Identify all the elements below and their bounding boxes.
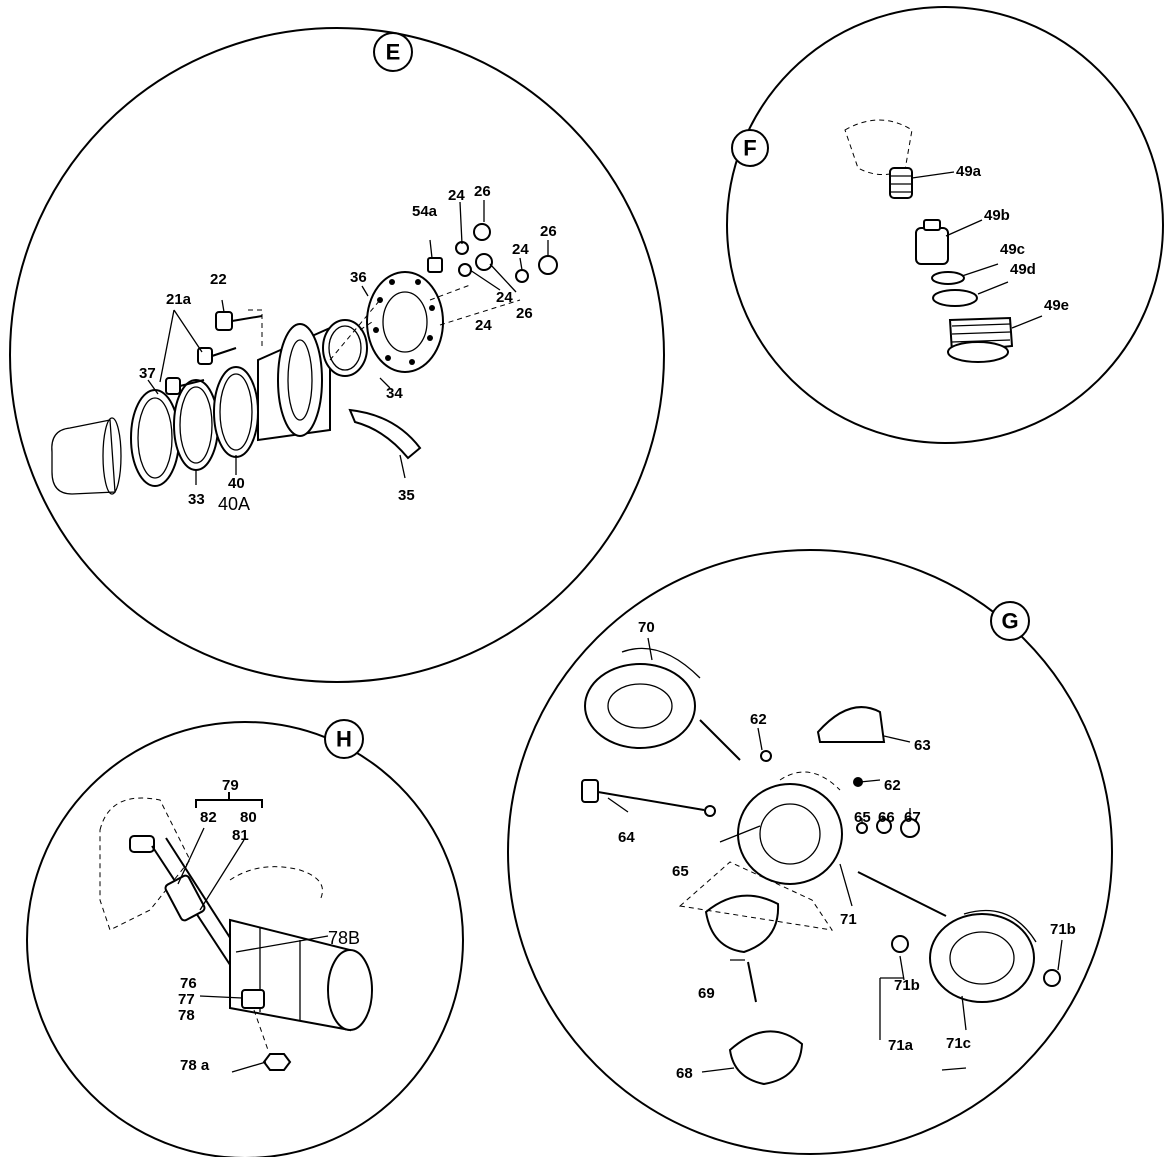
section-f: F 49a 49b 49c 49d 49e bbox=[726, 6, 1164, 444]
label-62-right: 62 bbox=[884, 777, 901, 794]
nut-71b-right bbox=[1043, 969, 1061, 987]
label-40: 40 bbox=[228, 475, 245, 492]
label-69: 69 bbox=[698, 985, 715, 1002]
flange-plate bbox=[366, 271, 444, 373]
label-76: 76 bbox=[180, 975, 197, 992]
nut-67 bbox=[900, 818, 920, 838]
fork-76-78 bbox=[241, 989, 265, 1009]
section-f-circle bbox=[726, 6, 1164, 444]
label-78: 78 bbox=[178, 1007, 195, 1024]
washer-24c bbox=[515, 269, 529, 283]
nut-78a bbox=[262, 1053, 292, 1071]
bolt-22 bbox=[215, 311, 263, 331]
label-80: 80 bbox=[240, 809, 257, 826]
label-71b-left: 71b bbox=[894, 977, 920, 994]
label-35: 35 bbox=[398, 487, 415, 504]
section-h: H 79 82 80 81 78B bbox=[26, 719, 464, 1157]
housing-71 bbox=[737, 771, 843, 885]
flange-71c bbox=[929, 909, 1037, 1003]
label-64: 64 bbox=[618, 829, 635, 846]
bolt-21a-upper bbox=[197, 347, 237, 365]
segment-35 bbox=[348, 408, 422, 460]
label-21a: 21a bbox=[166, 291, 192, 308]
label-63: 63 bbox=[914, 737, 931, 754]
section-g-badge-text: G bbox=[1001, 609, 1018, 634]
label-79: 79 bbox=[222, 777, 239, 794]
washer-49d bbox=[932, 289, 978, 307]
section-e: E bbox=[9, 27, 665, 683]
label-24-right: 24 bbox=[512, 241, 529, 258]
label-34: 34 bbox=[386, 385, 403, 402]
washer-49c bbox=[931, 271, 965, 285]
screw-62-upper bbox=[760, 750, 772, 762]
spring-49a bbox=[889, 167, 913, 199]
washer-24b bbox=[458, 263, 472, 277]
section-e-badge: E bbox=[373, 32, 413, 72]
bolt-64 bbox=[581, 779, 716, 817]
section-h-badge-text: H bbox=[336, 727, 352, 752]
label-24-low: 24 bbox=[475, 317, 492, 334]
label-71c: 71c bbox=[946, 1035, 971, 1052]
nut-26c bbox=[538, 255, 558, 275]
section-h-circle bbox=[26, 721, 464, 1157]
valve-49b bbox=[915, 219, 949, 265]
label-37: 37 bbox=[139, 365, 156, 382]
section-g-badge: G bbox=[990, 601, 1030, 641]
section-g-circle bbox=[507, 549, 1113, 1155]
label-70: 70 bbox=[638, 619, 655, 636]
label-66: 66 bbox=[878, 809, 895, 826]
section-f-badge: F bbox=[731, 129, 769, 167]
label-67: 67 bbox=[904, 809, 921, 826]
label-65-right: 65 bbox=[854, 809, 871, 826]
section-f-badge-text: F bbox=[743, 136, 756, 161]
label-71a: 71a bbox=[888, 1037, 914, 1054]
label-68: 68 bbox=[676, 1065, 693, 1082]
label-49a: 49a bbox=[956, 163, 982, 180]
label-49e: 49e bbox=[1044, 297, 1069, 314]
label-81: 81 bbox=[232, 827, 249, 844]
section-h-badge: H bbox=[324, 719, 364, 759]
label-24-mid: 24 bbox=[496, 289, 513, 306]
nut-26a bbox=[473, 223, 491, 241]
label-78a: 78 a bbox=[180, 1057, 210, 1074]
label-33: 33 bbox=[188, 491, 205, 508]
label-40A: 40A bbox=[218, 494, 250, 514]
label-62-upper: 62 bbox=[750, 711, 767, 728]
section-e-badge-text: E bbox=[386, 40, 401, 65]
label-22: 22 bbox=[210, 271, 227, 288]
cap-63 bbox=[816, 706, 886, 743]
cover-69 bbox=[704, 894, 780, 954]
nut-71b-left bbox=[891, 935, 909, 953]
flanged-tube bbox=[257, 323, 331, 442]
nut-26b bbox=[475, 253, 493, 271]
label-26-right: 26 bbox=[540, 223, 557, 240]
label-26-top: 26 bbox=[474, 183, 491, 200]
section-g: G bbox=[507, 549, 1113, 1155]
label-77: 77 bbox=[178, 991, 195, 1008]
section-e-pipe bbox=[51, 417, 122, 495]
label-49b: 49b bbox=[984, 207, 1010, 224]
ring-34 bbox=[322, 319, 368, 377]
label-71b-right: 71b bbox=[1050, 921, 1076, 938]
label-71: 71 bbox=[840, 911, 857, 928]
label-36: 36 bbox=[350, 269, 367, 286]
label-82: 82 bbox=[200, 809, 217, 826]
label-49d: 49d bbox=[1010, 261, 1036, 278]
washer-65 bbox=[856, 822, 868, 834]
nut-54a bbox=[427, 257, 443, 273]
plug-49e bbox=[947, 316, 1014, 363]
label-49c: 49c bbox=[1000, 241, 1025, 258]
bolt-21a-lower bbox=[165, 377, 205, 395]
cover-68 bbox=[728, 1030, 804, 1086]
flange-70 bbox=[584, 647, 701, 749]
label-26-low: 26 bbox=[516, 305, 533, 322]
label-54a: 54a bbox=[412, 203, 438, 220]
label-65-left: 65 bbox=[672, 863, 689, 880]
label-24-top: 24 bbox=[448, 187, 465, 204]
section-e-circle bbox=[9, 27, 665, 683]
label-78B: 78B bbox=[328, 928, 360, 948]
screw-62-right bbox=[853, 777, 863, 787]
